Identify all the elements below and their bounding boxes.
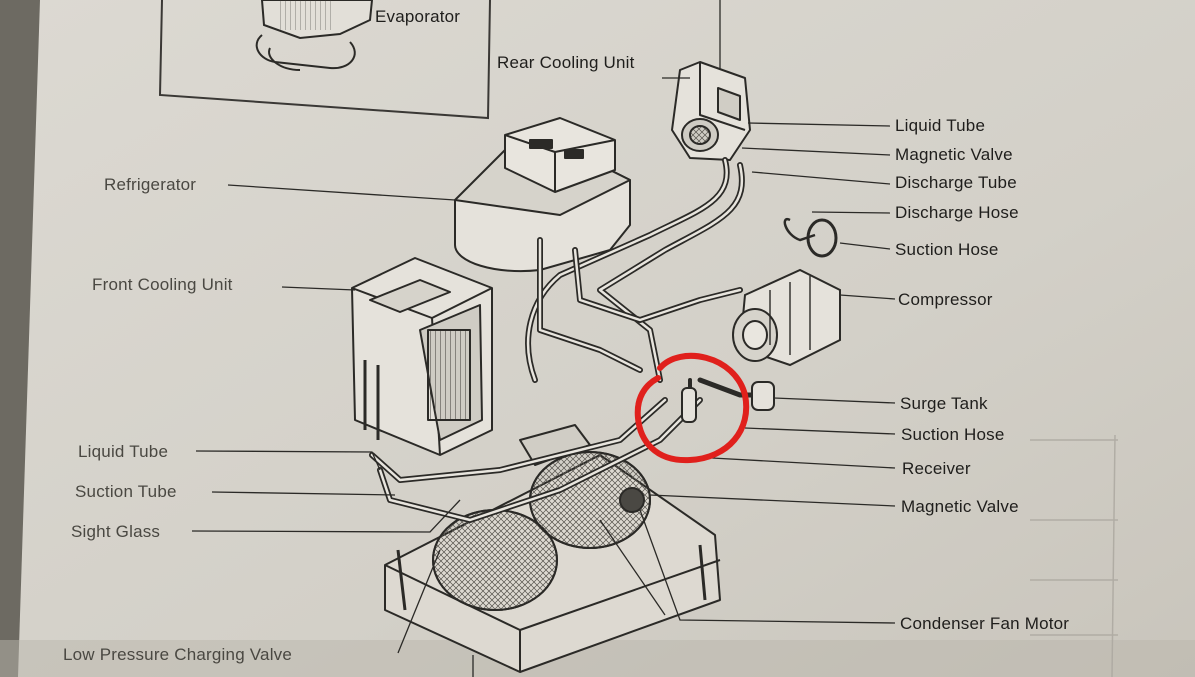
label-liquid-tube-right: Liquid Tube (895, 116, 985, 135)
rear-cooling-unit (671, 61, 751, 161)
leader-lines (191, 0, 896, 677)
label-receiver: Receiver (902, 459, 971, 478)
refrigerator-unit (454, 117, 631, 273)
label-refrigerator: Refrigerator (104, 175, 196, 194)
label-condenser-fan-motor: Condenser Fan Motor (900, 614, 1069, 633)
compressor (732, 217, 841, 367)
book-page (18, 0, 1195, 677)
label-front-cooling-unit: Front Cooling Unit (92, 275, 233, 294)
label-suction-hose-top: Suction Hose (895, 240, 999, 259)
label-sight-glass: Sight Glass (71, 522, 160, 541)
label-compressor: Compressor (898, 290, 993, 309)
front-cooling-unit (351, 257, 493, 456)
annotation-circle (634, 352, 750, 464)
label-rear-cooling-unit: Rear Cooling Unit (497, 53, 635, 72)
condenser-assembly (384, 424, 721, 673)
label-evaporator: Evaporator (375, 7, 460, 26)
label-low-pressure-charging-valve: Low Pressure Charging Valve (63, 645, 292, 664)
label-suction-hose-bottom: Suction Hose (901, 425, 1005, 444)
label-discharge-tube: Discharge Tube (895, 173, 1017, 192)
label-surge-tank: Surge Tank (900, 394, 988, 413)
label-liquid-tube-left: Liquid Tube (78, 442, 168, 461)
page-bottom-shadow (0, 640, 1195, 677)
label-suction-tube: Suction Tube (75, 482, 177, 501)
label-magnetic-valve-top: Magnetic Valve (895, 145, 1013, 164)
evaporator-inset (158, 0, 491, 120)
background-table (1030, 434, 1118, 677)
label-magnetic-valve-bottom: Magnetic Valve (901, 497, 1019, 516)
label-discharge-hose: Discharge Hose (895, 203, 1019, 222)
surge-tank-receiver (681, 381, 775, 423)
